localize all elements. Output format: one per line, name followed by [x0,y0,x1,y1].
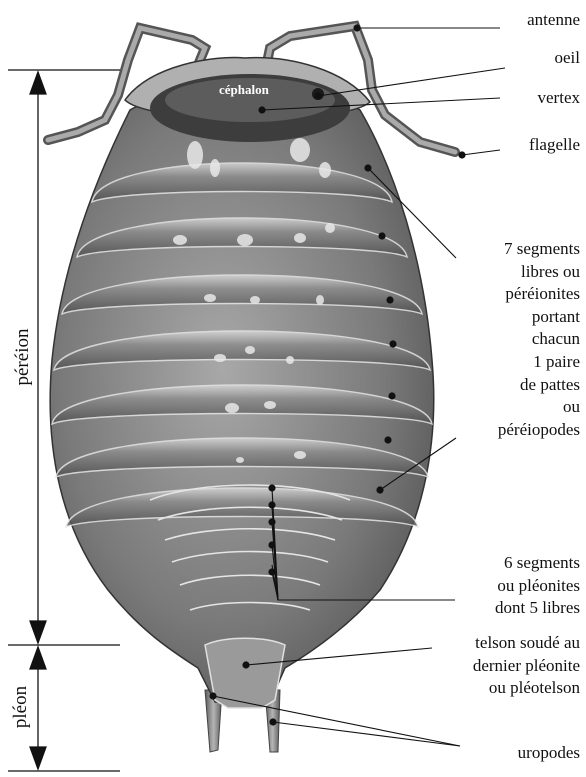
pereion-segments-label: 7 segments libres ou péréionites portant… [498,238,580,441]
uropodes-label: uropodes [518,743,580,763]
leader-uropod-1 [213,696,460,746]
leader-flagelle [462,150,500,155]
cephalon-label: céphalon [219,82,269,98]
pleon-label: pléon [10,682,32,732]
dot-pereion-2 [378,232,385,239]
pereion-label: péréion [12,322,34,392]
antenne-label: antenne [527,10,580,30]
dot-pereion-3 [386,296,393,303]
dot-pereion-5 [388,392,395,399]
dot-pereion-6 [384,436,391,443]
leader-uropod-2 [273,722,460,746]
pleon-segments-label: 6 segments ou pléonites dont 5 libres [495,552,580,620]
telson-shape [205,638,285,708]
dot-pereion-4 [389,340,396,347]
flagelle-label: flagelle [529,135,580,155]
vertex-label: vertex [538,88,580,108]
telson-label: telson soudé au dernier pléonite ou pléo… [473,632,580,700]
oeil-label: oeil [555,48,581,68]
